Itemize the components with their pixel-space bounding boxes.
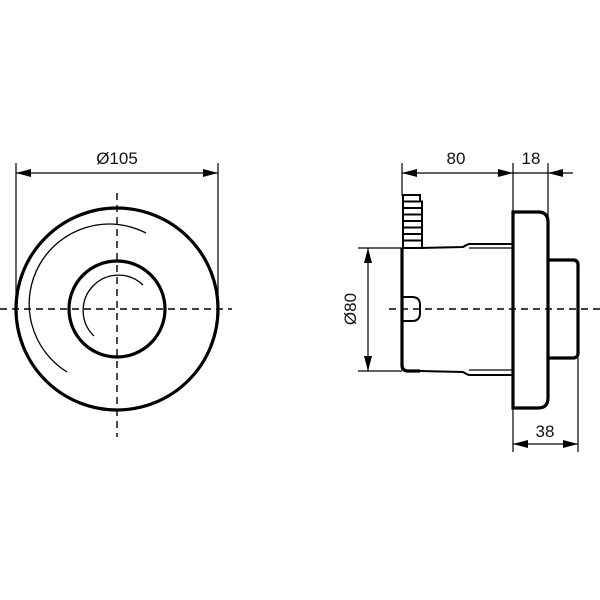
dimension-label-18: 18	[522, 149, 541, 168]
arrowhead	[498, 169, 513, 177]
side-view: 80 18	[341, 149, 600, 452]
push-button	[548, 258, 580, 360]
cover-plate-flange	[511, 210, 550, 410]
inner-highlight-arc	[82, 274, 144, 337]
dimension-label-80: 80	[447, 149, 466, 168]
dimension-label-diameter-80: Ø80	[341, 293, 360, 325]
body-bottom-edge	[419, 370, 513, 376]
arrowhead	[548, 169, 563, 177]
arrowhead	[513, 440, 528, 448]
arrowhead-right	[203, 169, 218, 177]
dimension-label-diameter-105: Ø105	[96, 149, 138, 168]
arrowhead	[364, 248, 372, 263]
outer-highlight-arc	[28, 223, 147, 373]
arrowhead	[364, 356, 372, 371]
arrowhead	[563, 440, 578, 448]
arrowhead	[402, 169, 417, 177]
front-view: Ø105	[0, 149, 232, 437]
body-top-edge	[419, 243, 513, 249]
body-back-edge	[400, 248, 420, 373]
push-button-circle	[67, 259, 167, 359]
arrowhead-left	[16, 169, 31, 177]
threaded-stub	[402, 194, 423, 249]
dimension-label-38: 38	[536, 422, 555, 441]
